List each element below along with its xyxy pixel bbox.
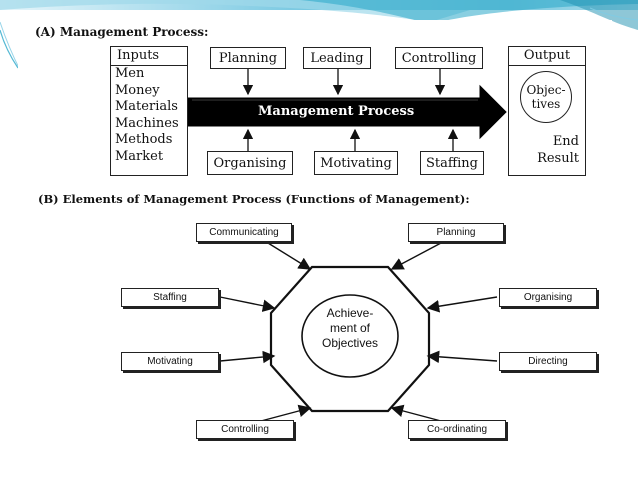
end-result-line: Result — [537, 151, 579, 166]
element-box-organising: Organising — [499, 288, 597, 307]
function-box-motivating: Motivating — [314, 151, 398, 175]
function-box-leading: Leading — [303, 47, 371, 69]
element-box-directing: Directing — [499, 352, 597, 371]
center-text-line: Objectives — [321, 336, 379, 350]
function-box-planning: Planning — [210, 47, 286, 69]
element-box-staffing: Staffing — [121, 288, 219, 307]
objectives-line: tives — [531, 97, 561, 111]
section-a-heading: (A) Management Process: — [35, 25, 209, 39]
input-item: Machines — [115, 115, 179, 131]
objectives-circle: Objec- tives — [520, 71, 572, 123]
element-box-communicating: Communicating — [196, 223, 292, 242]
decorative-top-band — [0, 0, 638, 70]
center-text: Achieve- ment of Objectives — [302, 306, 398, 351]
process-arrow — [187, 84, 507, 140]
section-b-heading: (B) Elements of Management Process (Func… — [38, 192, 470, 206]
function-box-controlling: Controlling — [395, 47, 483, 69]
input-item: Market — [115, 148, 164, 164]
output-title: Output — [509, 47, 585, 66]
objectives-line: Objec- — [526, 83, 566, 97]
element-box-motivating: Motivating — [121, 352, 219, 371]
center-text-line: Achieve- — [326, 306, 374, 320]
function-box-staffing: Staffing — [420, 151, 484, 175]
input-item: Money — [115, 82, 160, 98]
function-box-organising: Organising — [207, 151, 293, 175]
input-item: Materials — [115, 99, 178, 114]
center-circle — [301, 294, 399, 378]
element-box-coordinating: Co-ordinating — [408, 420, 506, 439]
center-text-line: ment of — [329, 321, 371, 335]
process-label: Management Process — [258, 104, 415, 119]
inputs-box: Inputs Men Money Materials Machines Meth… — [110, 46, 188, 176]
input-item: Methods — [115, 132, 173, 147]
element-box-controlling: Controlling — [196, 420, 294, 439]
end-result: End Result — [537, 133, 579, 167]
end-result-line: End — [552, 134, 579, 149]
element-box-planning: Planning — [408, 223, 504, 242]
inputs-title: Inputs — [111, 47, 187, 66]
input-item: Men — [115, 66, 145, 81]
output-box: Output Objec- tives End Result — [508, 46, 586, 176]
